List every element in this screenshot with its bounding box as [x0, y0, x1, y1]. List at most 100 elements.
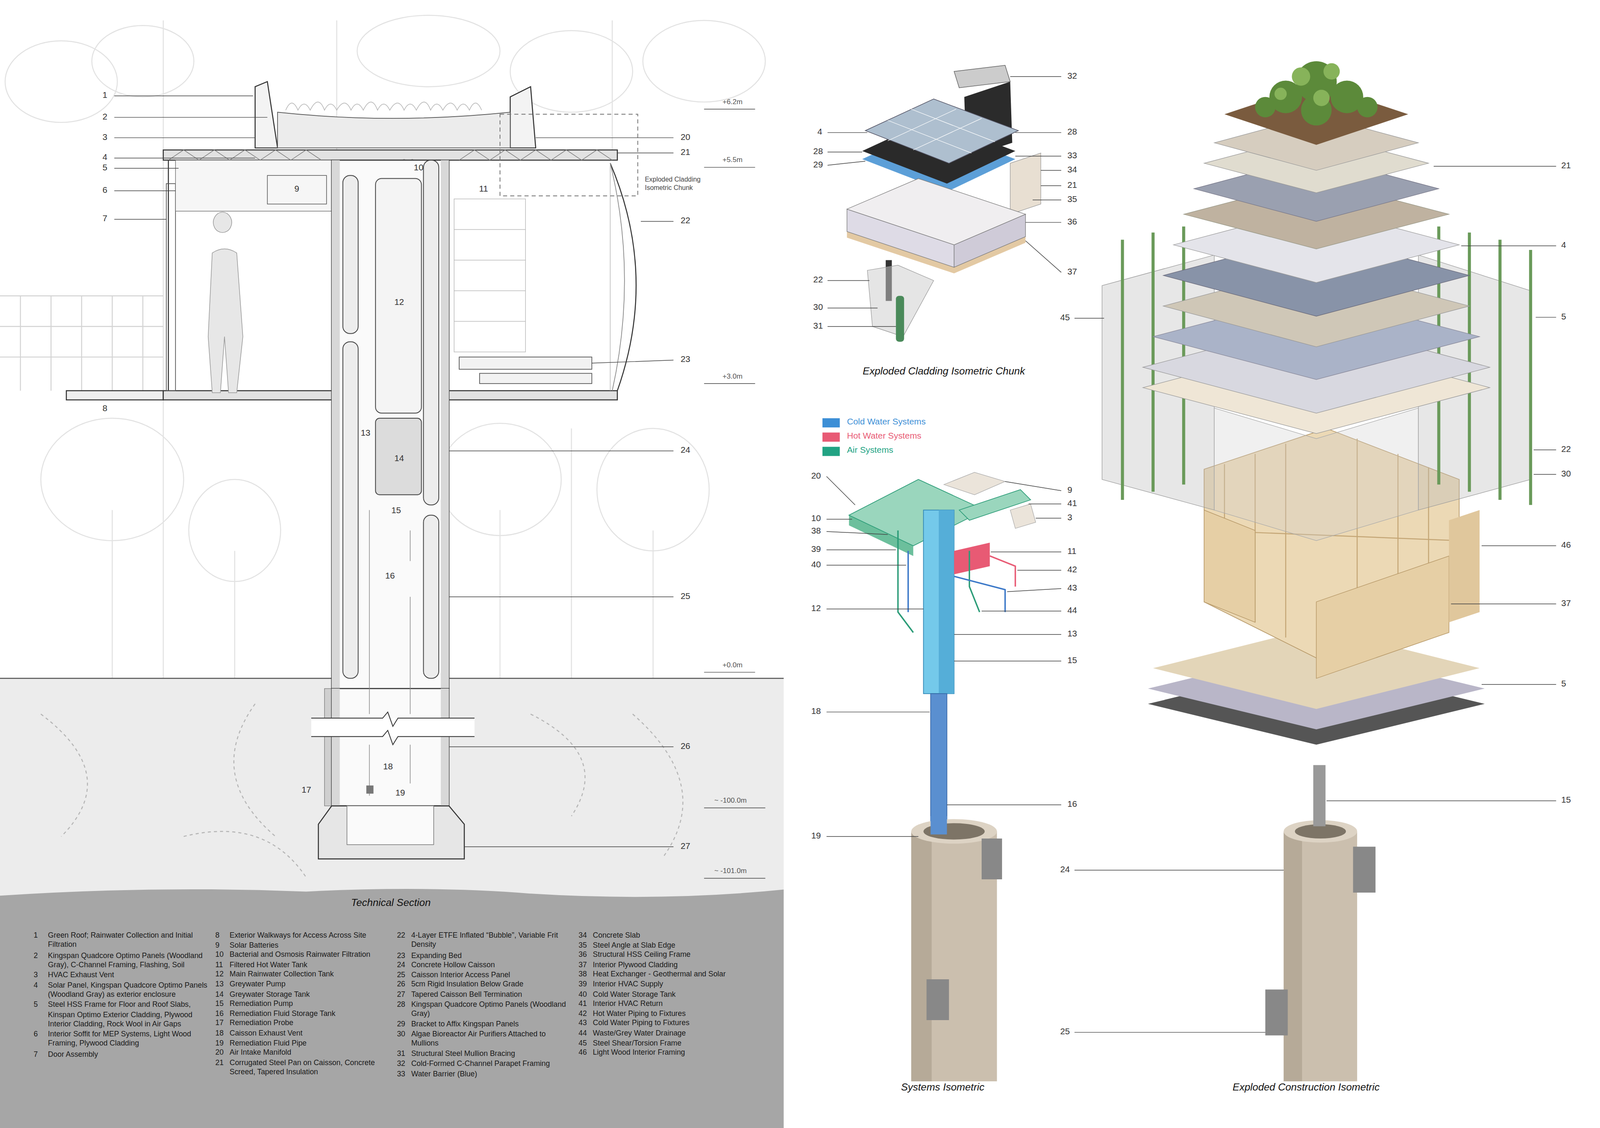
callout-number: 30 — [813, 302, 823, 313]
callout-number: 22 — [680, 216, 690, 227]
key-number: 28 — [397, 999, 406, 1010]
callout-number: 5 — [1561, 679, 1567, 690]
level-mark: +6.2m — [722, 97, 743, 107]
callout-number: 12 — [394, 297, 405, 308]
key-text: Door Assembly — [47, 1049, 210, 1060]
level-mark: +5.5m — [722, 156, 743, 165]
key-text: Cold Water Piping to Fixtures — [592, 1018, 755, 1029]
key-number: 33 — [397, 1069, 406, 1079]
callout-number: 41 — [1067, 499, 1078, 510]
key-number: 1 — [33, 930, 38, 940]
callout-number: 40 — [811, 560, 821, 570]
callout-number: 20 — [811, 471, 821, 482]
callout-number: 2 — [102, 112, 108, 123]
callout-number: 16 — [385, 571, 395, 582]
callout-number: 28 — [1067, 127, 1078, 138]
key-number: 19 — [215, 1038, 224, 1048]
key-number: 37 — [578, 960, 588, 970]
key-text: Corrugated Steel Pan on Caisson, Concret… — [229, 1057, 391, 1078]
key-text: Interior Soffit for MEP Systems, Light W… — [47, 1029, 210, 1049]
legend-swatch — [822, 432, 840, 442]
key-number: 35 — [578, 940, 588, 950]
key-number: 11 — [215, 960, 224, 970]
callout-number: 15 — [1561, 795, 1571, 806]
key-number: 16 — [215, 1009, 224, 1019]
callout-number: 6 — [102, 185, 108, 196]
view-caption: Systems Isometric — [900, 1081, 985, 1094]
key-number: 3 — [33, 970, 38, 980]
callout-number: 14 — [394, 454, 405, 465]
key-text: Interior Plywood Cladding — [592, 960, 755, 970]
key-number: 5 — [33, 1000, 38, 1010]
key-text: Waste/Grey Water Drainage — [592, 1028, 755, 1039]
callout-number: 19 — [811, 831, 821, 842]
key-number: 25 — [397, 970, 406, 980]
key-number: 38 — [578, 969, 588, 980]
callout-number: 36 — [1067, 217, 1078, 228]
key-text: Kingspan Quadcore Optimo Panels (Woodlan… — [411, 999, 573, 1019]
callout-number: 17 — [301, 785, 312, 796]
callout-number: 15 — [391, 506, 401, 517]
callout-number: 29 — [813, 160, 823, 170]
callout-number: 37 — [1561, 599, 1571, 610]
key-text: HVAC Exhaust Vent — [47, 970, 210, 980]
callout-number: 22 — [1561, 445, 1571, 455]
key-number: 43 — [578, 1018, 588, 1029]
callout-number: 27 — [680, 841, 690, 852]
callout-number: 4 — [1561, 240, 1567, 251]
callout-number: 19 — [395, 788, 405, 799]
callout-number: 32 — [1067, 71, 1078, 82]
callout-number: 1 — [102, 90, 108, 101]
key-text: Green Roof; Rainwater Collection and Ini… — [47, 930, 210, 950]
key-text: Water Barrier (Blue) — [411, 1069, 573, 1079]
callout-number: 44 — [1067, 606, 1078, 617]
view-caption: Exploded Cladding Isometric Chunk — [862, 365, 1025, 378]
key-text: Algae Bioreactor Air Purifiers Attached … — [411, 1029, 573, 1049]
level-mark: +0.0m — [722, 661, 743, 670]
key-number: 42 — [578, 1009, 588, 1019]
legend-text: Cold Water Systems — [847, 417, 926, 428]
callout-number: 23 — [680, 355, 690, 365]
callout-number: 11 — [479, 184, 489, 195]
callout-number: 18 — [383, 762, 393, 773]
key-number: 24 — [397, 960, 406, 970]
callout-number: 4 — [102, 152, 108, 163]
callout-number: 9 — [294, 184, 300, 195]
callout-number: 26 — [680, 741, 690, 752]
key-number: 15 — [215, 999, 224, 1009]
key-text: Caisson Interior Access Panel — [411, 970, 573, 980]
key-number: 41 — [578, 999, 588, 1009]
callout-number: 33 — [1067, 150, 1078, 161]
legend-swatch — [822, 446, 840, 456]
callout-number: 25 — [680, 591, 690, 602]
callout-number: 34 — [1067, 165, 1078, 176]
key-number: 18 — [215, 1028, 224, 1039]
key-number: 10 — [215, 950, 224, 960]
key-text: Interior HVAC Supply — [592, 979, 755, 990]
key-text: Structural Steel Mullion Bracing — [411, 1049, 573, 1060]
key-number: 32 — [397, 1059, 406, 1069]
key-text: Expanding Bed — [411, 950, 573, 960]
callout-number: 22 — [813, 275, 823, 286]
key-number: 2 — [33, 950, 38, 960]
key-text: Interior HVAC Return — [592, 999, 755, 1009]
callout-number: 15 — [1067, 656, 1078, 667]
callout-number: 38 — [811, 526, 821, 537]
callout-number: 39 — [811, 545, 821, 555]
level-mark: ~ -100.0m — [714, 797, 747, 806]
callout-number: 9 — [1067, 485, 1073, 496]
key-number: 34 — [578, 930, 588, 940]
key-number: 27 — [397, 990, 406, 1000]
callout-number: 30 — [1561, 469, 1571, 480]
callout-number: 18 — [811, 707, 821, 718]
callout-number: 8 — [102, 404, 108, 415]
callout-number: 4 — [817, 127, 823, 138]
callout-number: 43 — [1067, 583, 1078, 594]
key-text: Bracket to Affix Kingspan Panels — [411, 1019, 573, 1030]
callout-number: 3 — [102, 132, 108, 143]
key-text: Concrete Hollow Caisson — [411, 960, 573, 970]
callout-number: 7 — [102, 214, 108, 225]
callout-number: 13 — [1067, 629, 1078, 640]
callout-number: 35 — [1067, 195, 1078, 205]
